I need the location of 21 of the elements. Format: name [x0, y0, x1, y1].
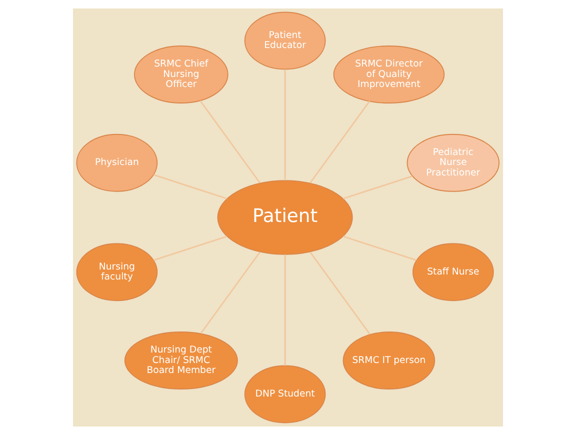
connector	[342, 236, 417, 261]
connector	[284, 69, 286, 180]
connector	[200, 252, 260, 334]
connector	[342, 176, 412, 200]
node-ellipse: Staff Nurse	[412, 243, 494, 302]
node-ellipse: Physician	[76, 134, 158, 192]
connector	[310, 100, 370, 184]
node-ellipse: Nursing faculty	[76, 243, 158, 302]
node-ellipse: SRMC Chief Nursing Officer	[134, 46, 228, 104]
connector	[154, 236, 228, 261]
connector	[200, 100, 260, 184]
node-ellipse: SRMC IT person	[342, 332, 436, 390]
node-ellipse: Patient Educator	[244, 12, 326, 70]
node-ellipse: Patient	[217, 180, 353, 255]
connector	[284, 254, 286, 366]
node-ellipse: Pediatric Nurse Practitioner	[406, 134, 500, 192]
connector	[154, 174, 228, 200]
connector	[310, 252, 370, 335]
node-ellipse: SRMC Director of Quality Improvement	[333, 46, 445, 104]
node-ellipse: DNP Student	[244, 365, 326, 424]
node-ellipse: Nursing Dept Chair/ SRMC Board Member	[124, 332, 238, 390]
